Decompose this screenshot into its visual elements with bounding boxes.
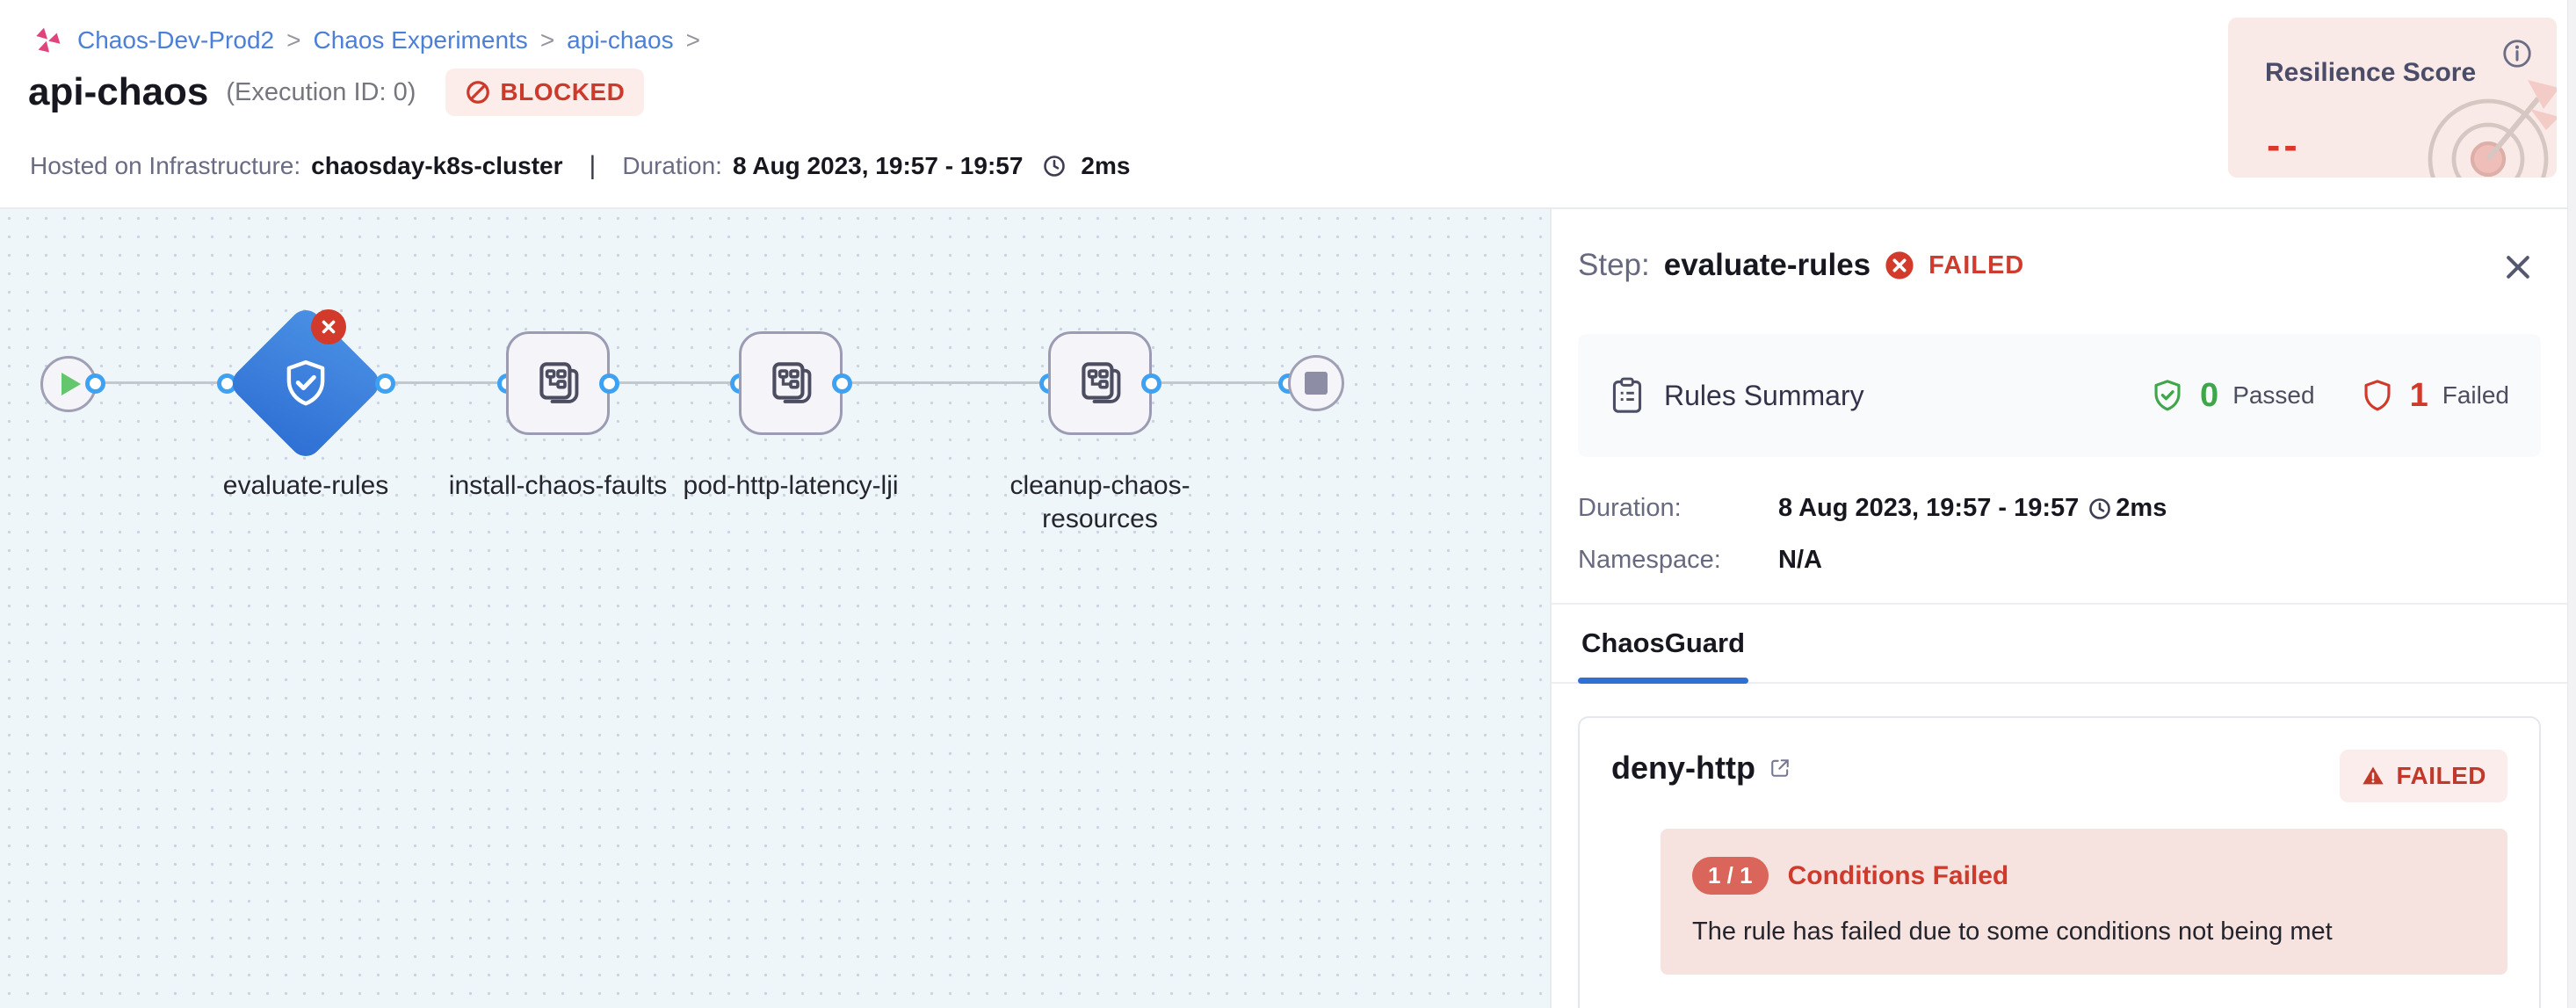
warning-triangle-icon xyxy=(2363,766,2384,785)
active-tab-indicator xyxy=(1578,678,1749,684)
title-row: api-chaos (Execution ID: 0) BLOCKED xyxy=(28,69,645,116)
node-label: pod-http-latency-lji xyxy=(683,471,899,500)
execution-id: (Execution ID: 0) xyxy=(226,77,416,106)
breadcrumb-separator: > xyxy=(286,26,301,54)
conditions-failed-box: 1 / 1 Conditions Failed The rule has fai… xyxy=(1661,829,2507,975)
rule-status-text: FAILED xyxy=(2396,762,2486,789)
clock-icon xyxy=(2089,497,2111,519)
prohibited-icon xyxy=(467,81,490,104)
step-label: Step: xyxy=(1578,248,1650,282)
duration-value: 8 Aug 2023, 19:57 - 19:57 xyxy=(1778,494,2080,522)
connector-port xyxy=(599,373,619,394)
passed-count: 0 xyxy=(2200,376,2219,414)
shield-failed-icon xyxy=(2364,380,2391,411)
namespace-value: N/A xyxy=(1778,546,1822,574)
node-label: install-chaos-faults xyxy=(448,471,668,500)
page-header: Chaos-Dev-Prod2 > Chaos Experiments > ap… xyxy=(0,0,2576,209)
connector-port xyxy=(832,373,852,394)
pipeline-node-install-chaos-faults[interactable] xyxy=(506,331,610,435)
duration-row: Duration: 8 Aug 2023, 19:57 - 19:57 2ms xyxy=(1578,494,2541,523)
target-dart-illustration xyxy=(2428,80,2557,178)
page-title: api-chaos xyxy=(28,70,209,113)
rules-summary-counts: 0 Passed 1 Failed xyxy=(2149,376,2509,415)
clipboard-icon xyxy=(1612,377,1642,413)
conditions-failed-text: Conditions Failed xyxy=(1787,860,2009,890)
rule-name-group: deny-http xyxy=(1611,750,1792,787)
steps-template-icon xyxy=(539,362,579,403)
close-icon[interactable] xyxy=(2500,250,2536,285)
failed-count: 1 xyxy=(2409,376,2428,414)
pipeline-start-node[interactable] xyxy=(40,356,97,412)
infra-value: chaosday-k8s-cluster xyxy=(311,152,563,179)
error-x-icon xyxy=(322,320,336,334)
breadcrumb-item[interactable]: api-chaos xyxy=(567,26,674,54)
rule-card-header: deny-http FAILED xyxy=(1611,750,2507,802)
steps-template-icon xyxy=(1082,362,1121,403)
duration-label: Duration: xyxy=(1578,494,1682,522)
pipeline-canvas[interactable]: evaluate-rules install-chaos-faults xyxy=(0,209,1550,1008)
status-badge-label: BLOCKED xyxy=(500,78,626,105)
step-details-panel: Step: evaluate-rules FAILED xyxy=(1550,209,2567,1008)
rules-summary-title: Rules Summary xyxy=(1664,379,1864,411)
breadcrumb-separator: > xyxy=(685,26,700,54)
duration-elapsed: 2ms xyxy=(1081,152,1131,179)
stop-icon xyxy=(1305,372,1328,395)
pipeline-end-node[interactable] xyxy=(1288,355,1344,411)
rules-summary-title-group: Rules Summary xyxy=(1610,376,1864,415)
status-badge-blocked: BLOCKED xyxy=(445,69,645,116)
rules-summary-card: Rules Summary 0 Passed 1 Failed xyxy=(1578,334,2541,457)
step-details-header: Step: evaluate-rules FAILED xyxy=(1578,248,2541,283)
resilience-score-value: -- xyxy=(2267,122,2301,168)
connector-port xyxy=(1141,373,1161,394)
shield-passed-icon xyxy=(2154,380,2181,411)
node-label: evaluate-rules xyxy=(222,471,389,500)
passed-label: Passed xyxy=(2232,381,2315,409)
rule-failure-message: The rule has failed due to some conditio… xyxy=(1692,917,2333,946)
infra-label: Hosted on Infrastructure: xyxy=(30,152,301,179)
connector-port xyxy=(375,373,395,394)
steps-template-icon xyxy=(772,362,812,403)
namespace-label: Namespace: xyxy=(1578,546,1721,574)
external-link-icon[interactable] xyxy=(1768,756,1792,780)
pipeline-node-pod-http-latency[interactable] xyxy=(739,331,843,435)
pipeline-connector-line xyxy=(95,381,1290,384)
panel-divider xyxy=(1552,603,2567,605)
duration-label: Duration: xyxy=(622,152,722,179)
breadcrumb-separator: > xyxy=(539,26,555,54)
connector-port xyxy=(85,373,105,394)
info-icon[interactable] xyxy=(2500,37,2534,70)
rule-name: deny-http xyxy=(1611,750,1755,786)
breadcrumb: Chaos-Dev-Prod2 > Chaos Experiments > ap… xyxy=(30,23,700,58)
tab-chaosguard-label: ChaosGuard xyxy=(1581,627,1746,658)
node-error-badge xyxy=(311,309,346,344)
namespace-row: Namespace: N/A xyxy=(1578,546,2541,575)
breadcrumb-project[interactable]: Chaos-Dev-Prod2 xyxy=(77,26,275,54)
meta-divider: | xyxy=(589,151,597,180)
failed-status-icon xyxy=(1885,251,1914,279)
shield-check-icon xyxy=(286,360,325,406)
duration-value: 8 Aug 2023, 19:57 - 19:57 xyxy=(732,152,1024,179)
duration-elapsed: 2ms xyxy=(2116,494,2167,522)
resilience-score-title: Resilience Score xyxy=(2265,58,2477,87)
rule-card-body: deny-http FAILED xyxy=(1580,718,2539,1008)
panel-scrollbar[interactable] xyxy=(2567,0,2576,1008)
panel-tabbar: ChaosGuard xyxy=(1552,605,2567,684)
play-icon xyxy=(62,373,81,395)
failed-label: Failed xyxy=(2442,381,2509,409)
clock-icon xyxy=(1044,156,1066,177)
rule-status-badge: FAILED xyxy=(2340,750,2507,802)
pipeline-node-evaluate-rules[interactable] xyxy=(226,303,386,463)
experiment-meta: Hosted on Infrastructure: chaosday-k8s-c… xyxy=(30,151,1130,181)
breadcrumb-section[interactable]: Chaos Experiments xyxy=(313,26,528,54)
step-name: evaluate-rules xyxy=(1663,248,1871,282)
tab-chaosguard[interactable]: ChaosGuard xyxy=(1578,605,1749,684)
conditions-failed-headline: 1 / 1 Conditions Failed xyxy=(1692,857,2476,895)
conditions-ratio-pill: 1 / 1 xyxy=(1692,857,1769,895)
chaos-logo-icon xyxy=(36,27,61,53)
step-status-text: FAILED xyxy=(1928,250,2025,279)
pipeline-node-cleanup-chaos-resources[interactable] xyxy=(1048,331,1152,435)
rule-card-deny-http: deny-http FAILED xyxy=(1578,716,2541,1008)
node-label: cleanup-chaos-resources xyxy=(1009,471,1190,533)
resilience-score-card: Resilience Score -- xyxy=(2228,18,2557,178)
